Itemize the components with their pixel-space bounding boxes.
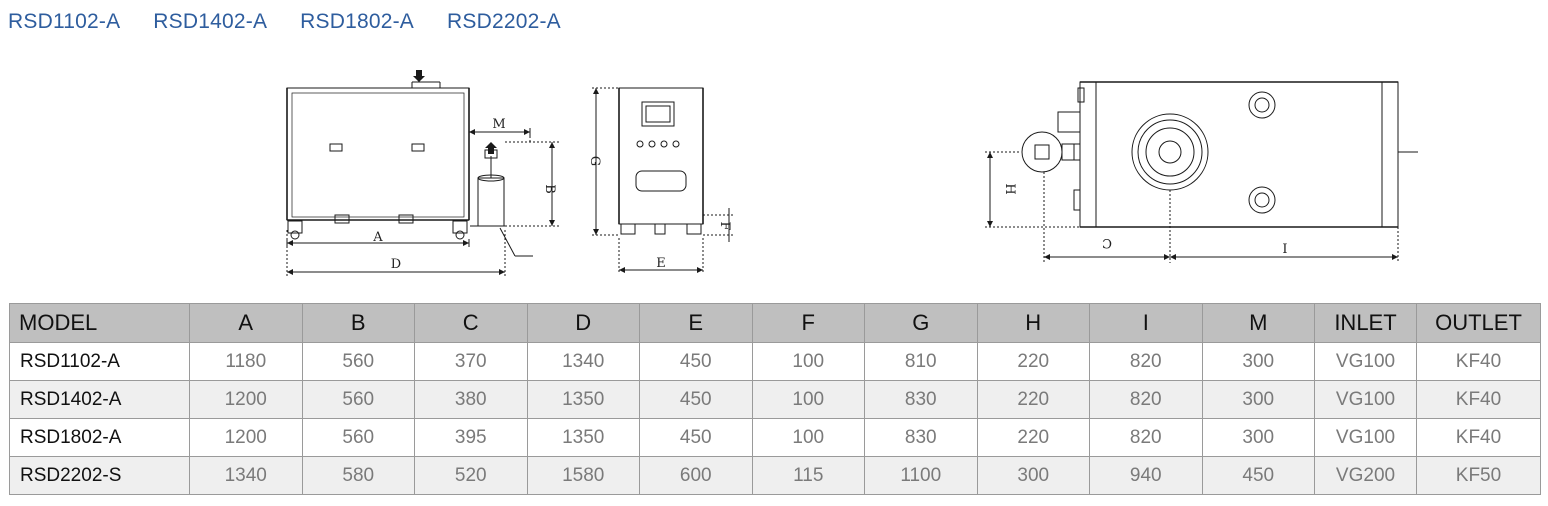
front-view-drawing — [286, 81, 560, 276]
table-row: RSD1402-A 1200 560 380 1350 450 100 830 … — [9, 380, 1541, 419]
table-cell: RSD1802-A — [9, 418, 190, 457]
model-link-1[interactable]: RSD1102-A — [8, 10, 121, 33]
table-cell: 450 — [1201, 456, 1315, 495]
table-cell: RSD1402-A — [9, 380, 190, 419]
table-cell: VG100 — [1314, 380, 1417, 419]
table-cell: 820 — [1089, 418, 1203, 457]
table-cell: VG200 — [1314, 456, 1417, 495]
dim-label-f: F — [717, 221, 732, 230]
table-cell: 1350 — [526, 380, 640, 419]
table-cell: 810 — [864, 342, 978, 381]
table-cell: 450 — [639, 342, 753, 381]
dim-label-h: H — [1002, 183, 1017, 194]
table-cell: 600 — [639, 456, 753, 495]
column-header: A — [189, 303, 303, 343]
column-header: B — [301, 303, 415, 343]
dim-label-g: G — [587, 156, 602, 166]
table-row: RSD1102-A 1180 560 370 1340 450 100 810 … — [9, 342, 1541, 381]
dim-label-d: D — [391, 257, 401, 272]
table-cell: 100 — [751, 380, 865, 419]
table-cell: 830 — [864, 418, 978, 457]
table-cell: RSD1102-A — [9, 342, 190, 381]
table-cell: 820 — [1089, 380, 1203, 419]
table-cell: VG100 — [1314, 342, 1417, 381]
table-cell: 940 — [1089, 456, 1203, 495]
table-cell: 220 — [976, 380, 1090, 419]
table-cell: 300 — [1201, 380, 1315, 419]
table-cell: 580 — [301, 456, 415, 495]
table-cell: 100 — [751, 342, 865, 381]
table-cell: 560 — [301, 380, 415, 419]
dim-label-e: E — [656, 256, 666, 271]
table-cell: 1200 — [189, 380, 303, 419]
table-cell: 1340 — [526, 342, 640, 381]
table-cell: KF40 — [1416, 380, 1541, 419]
dim-label-i: I — [1282, 242, 1287, 257]
table-cell: 1340 — [189, 456, 303, 495]
table-header-row: MODEL A B C D E F G H I M INLET OUTLET — [9, 303, 1541, 343]
table-cell: 450 — [639, 380, 753, 419]
table-cell: 220 — [976, 342, 1090, 381]
table-cell: 450 — [639, 418, 753, 457]
column-header: INLET — [1314, 303, 1417, 343]
column-header: MODEL — [9, 303, 190, 343]
table-cell: KF50 — [1416, 456, 1541, 495]
table-cell: 520 — [414, 456, 528, 495]
dim-label-a: A — [372, 230, 383, 245]
side-view-drawing — [592, 87, 735, 274]
table-cell: 1200 — [189, 418, 303, 457]
table-cell: 830 — [864, 380, 978, 419]
specifications-table: MODEL A B C D E F G H I M INLET OUTLET R… — [9, 303, 1541, 495]
column-header: OUTLET — [1416, 303, 1541, 343]
dim-label-m: M — [492, 117, 505, 132]
column-header: F — [751, 303, 865, 343]
column-header: G — [864, 303, 978, 343]
model-list-header: RSD1102-A RSD1402-A RSD1802-A RSD2202-A — [8, 8, 561, 36]
column-header: D — [526, 303, 640, 343]
table-cell: 100 — [751, 418, 865, 457]
table-cell: 380 — [414, 380, 528, 419]
column-header: H — [976, 303, 1090, 343]
table-cell: 560 — [301, 342, 415, 381]
table-cell: 220 — [976, 418, 1090, 457]
top-view-drawing — [985, 81, 1418, 263]
table-cell: 115 — [751, 456, 865, 495]
table-cell: 1180 — [189, 342, 303, 381]
table-cell: 1100 — [864, 456, 978, 495]
model-link-2[interactable]: RSD1402-A — [153, 10, 268, 33]
technical-drawings: A D M B — [0, 60, 1548, 290]
table-cell: 300 — [976, 456, 1090, 495]
dim-label-c: C — [1102, 235, 1112, 250]
table-cell: 300 — [1201, 342, 1315, 381]
table-cell: 1350 — [526, 418, 640, 457]
column-header: I — [1089, 303, 1203, 343]
column-header: M — [1201, 303, 1315, 343]
table-cell: KF40 — [1416, 418, 1541, 457]
table-cell: 1580 — [526, 456, 640, 495]
dim-label-b: B — [542, 184, 557, 194]
table-row: RSD1802-A 1200 560 395 1350 450 100 830 … — [9, 418, 1541, 457]
table-cell: KF40 — [1416, 342, 1541, 381]
table-cell: 395 — [414, 418, 528, 457]
model-link-4[interactable]: RSD2202-A — [447, 10, 561, 33]
table-cell: VG100 — [1314, 418, 1417, 457]
table-row: RSD2202-S 1340 580 520 1580 600 115 1100… — [9, 456, 1541, 495]
table-cell: 370 — [414, 342, 528, 381]
column-header: E — [639, 303, 753, 343]
column-header: C — [414, 303, 528, 343]
table-cell: RSD2202-S — [9, 456, 190, 495]
table-cell: 820 — [1089, 342, 1203, 381]
model-link-3[interactable]: RSD1802-A — [300, 10, 415, 33]
table-cell: 560 — [301, 418, 415, 457]
table-cell: 300 — [1201, 418, 1315, 457]
